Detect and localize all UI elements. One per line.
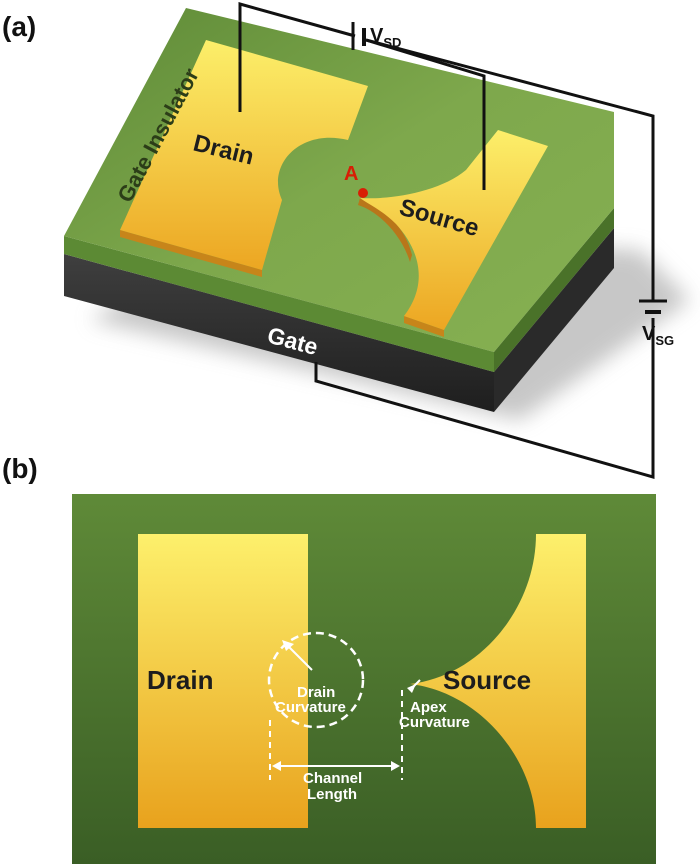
panel-b-label: (b)	[2, 453, 38, 484]
panel-b: (b) Drain Source Drain Curvature Apex Cu…	[2, 453, 656, 864]
drain-label-topview: Drain	[147, 665, 213, 695]
drain-electrode-topview	[138, 534, 308, 828]
insulator-right-face	[494, 208, 614, 372]
insulator-front-face	[64, 236, 494, 372]
vsg-battery-icon	[639, 299, 667, 314]
channel-length-arrowhead-left	[272, 761, 281, 771]
drain-curvature-arrowhead	[282, 640, 294, 651]
gate-front-face	[64, 254, 494, 412]
drain-wire	[238, 2, 356, 112]
source-electrode-side-bottom	[404, 316, 444, 337]
source-electrode	[360, 130, 548, 330]
drain-curvature-label-1: Drain	[297, 684, 335, 701]
source-electrode-topview	[410, 534, 586, 828]
vsg-label: VSG	[642, 323, 674, 348]
apex-curvature-label-1: Apex	[410, 699, 447, 716]
point-a-marker	[358, 188, 368, 198]
circuit-wires	[238, 2, 655, 479]
gate-right-face	[494, 228, 614, 412]
channel-length-label-1: Channel	[303, 770, 362, 787]
source-label-topview: Source	[443, 665, 531, 695]
apex-curvature-label-2: Curvature	[399, 714, 470, 731]
drain-curvature-circle	[267, 631, 365, 729]
vsd-label: VSD	[370, 25, 401, 50]
vsg-wire-top	[365, 38, 655, 300]
point-a-label: A	[344, 163, 358, 185]
drain-electrode	[120, 40, 368, 270]
source-electrode-side	[358, 198, 412, 262]
vsg-wire-bottom	[314, 318, 655, 479]
channel-length-arrowhead-right	[391, 761, 400, 771]
panel-a: A VSD VSG (a) Gate Insulator Drain Sourc…	[2, 2, 690, 479]
apex-curvature-arrow	[410, 679, 421, 690]
channel-length-label-2: Length	[307, 786, 357, 803]
panel-a-label: (a)	[2, 11, 36, 42]
drain-electrode-side	[120, 230, 262, 277]
source-wire	[365, 38, 486, 190]
drain-curvature-label-2: Curvature	[275, 699, 346, 716]
vsd-battery-icon	[351, 22, 366, 50]
